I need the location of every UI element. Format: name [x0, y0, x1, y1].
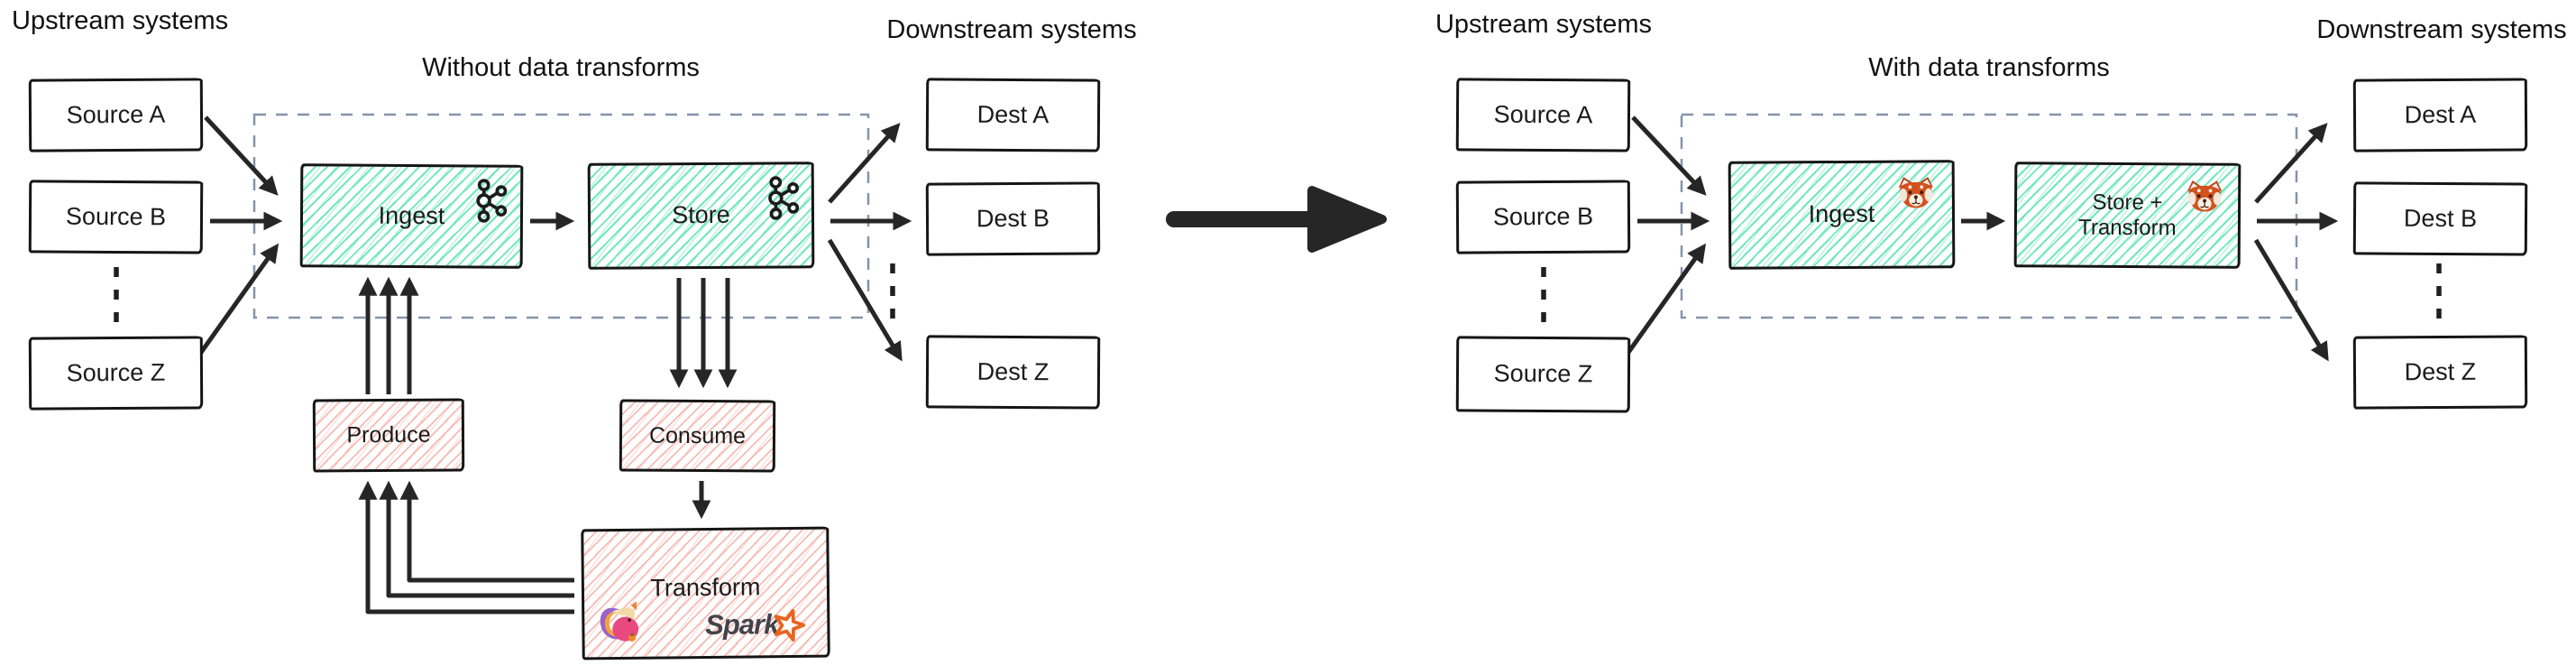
right-dest-z-box: Dest Z — [2352, 335, 2528, 410]
left-source-b-label: Source B — [65, 202, 167, 231]
right-diagram-title: With data transforms — [1868, 53, 2110, 82]
right-source-b-label: Source B — [1492, 202, 1594, 231]
flink-logo-icon — [595, 598, 645, 652]
left-upstream-header: Upstream systems — [12, 6, 229, 35]
left-ingest-box: Ingest — [299, 163, 524, 269]
arrow-store-to-destZ — [827, 238, 903, 362]
right-dest-a-box: Dest A — [2352, 78, 2528, 152]
left-dest-a-box: Dest A — [925, 78, 1101, 152]
right-source-z-label: Source Z — [1493, 360, 1593, 388]
left-store-box: Store — [587, 162, 815, 270]
right-source-a-label: Source A — [1493, 100, 1593, 129]
arrow-transform-to-produce-1 — [399, 480, 574, 583]
transform-box: Transform Spark — [581, 526, 830, 660]
kafka-icon — [469, 177, 509, 228]
left-source-z-box: Source Z — [28, 336, 204, 411]
left-source-z-label: Source Z — [66, 358, 166, 387]
arrow-r-storetransform-to-destZ — [2253, 238, 2329, 362]
right-store-transform-label-line1: Store + — [2092, 189, 2163, 216]
right-dest-z-label: Dest Z — [2404, 357, 2477, 386]
left-dest-b-label: Dest B — [976, 204, 1050, 233]
redpanda-icon — [1894, 175, 1938, 216]
left-ingest-label: Ingest — [378, 201, 445, 230]
right-source-b-box: Source B — [1455, 180, 1631, 254]
arrow-transform-to-produce-3 — [358, 480, 574, 614]
spark-wordmark: Spark — [705, 608, 779, 642]
left-dest-b-box: Dest B — [925, 181, 1101, 256]
redpanda-icon — [2183, 179, 2226, 219]
arrow-r-sourceA-to-ingest — [1631, 115, 1707, 196]
left-dest-a-label: Dest A — [976, 100, 1050, 129]
right-dest-b-box: Dest B — [2352, 181, 2528, 256]
right-downstream-header: Downstream systems — [2316, 15, 2567, 44]
right-source-a-box: Source A — [1455, 78, 1631, 152]
right-dest-a-label: Dest A — [2404, 100, 2477, 129]
consume-label: Consume — [648, 422, 747, 448]
left-diagram-title: Without data transforms — [422, 53, 700, 82]
left-source-b-box: Source B — [28, 180, 204, 254]
right-dest-b-label: Dest B — [2403, 204, 2478, 233]
left-source-a-label: Source A — [66, 100, 166, 129]
right-ingest-label: Ingest — [1808, 200, 1875, 228]
spark-logo: Spark — [705, 602, 813, 642]
arrow-store-to-destA — [828, 123, 901, 204]
right-store-transform-box: Store + Transform — [2013, 162, 2241, 269]
left-store-label: Store — [672, 201, 730, 229]
right-ingest-box: Ingest — [1728, 160, 1956, 270]
produce-label: Produce — [346, 421, 431, 448]
left-dest-z-box: Dest Z — [925, 335, 1101, 410]
right-upstream-header: Upstream systems — [1435, 10, 1653, 39]
transform-label: Transform — [650, 573, 761, 602]
arrow-r-sourceZ-to-ingest — [1616, 243, 1707, 368]
right-source-z-box: Source Z — [1455, 336, 1631, 413]
arrow-r-storetransform-to-destA — [2254, 123, 2328, 204]
consume-box: Consume — [619, 399, 776, 473]
ellipsis-dashed-connectors — [114, 263, 2442, 328]
left-source-a-box: Source A — [28, 78, 204, 152]
produce-box: Produce — [312, 398, 465, 473]
arrow-transform-to-produce-2 — [379, 480, 574, 598]
left-dest-z-label: Dest Z — [976, 357, 1050, 386]
arrow-sourceZ-to-ingest — [188, 243, 280, 368]
left-downstream-header: Downstream systems — [886, 15, 1137, 44]
spark-star-icon — [771, 608, 806, 648]
kafka-icon — [761, 174, 801, 226]
right-store-transform-label-line2: Transform — [2078, 215, 2177, 240]
big-transition-arrow — [1166, 186, 1387, 253]
arrow-sourceA-to-ingest — [204, 115, 279, 196]
